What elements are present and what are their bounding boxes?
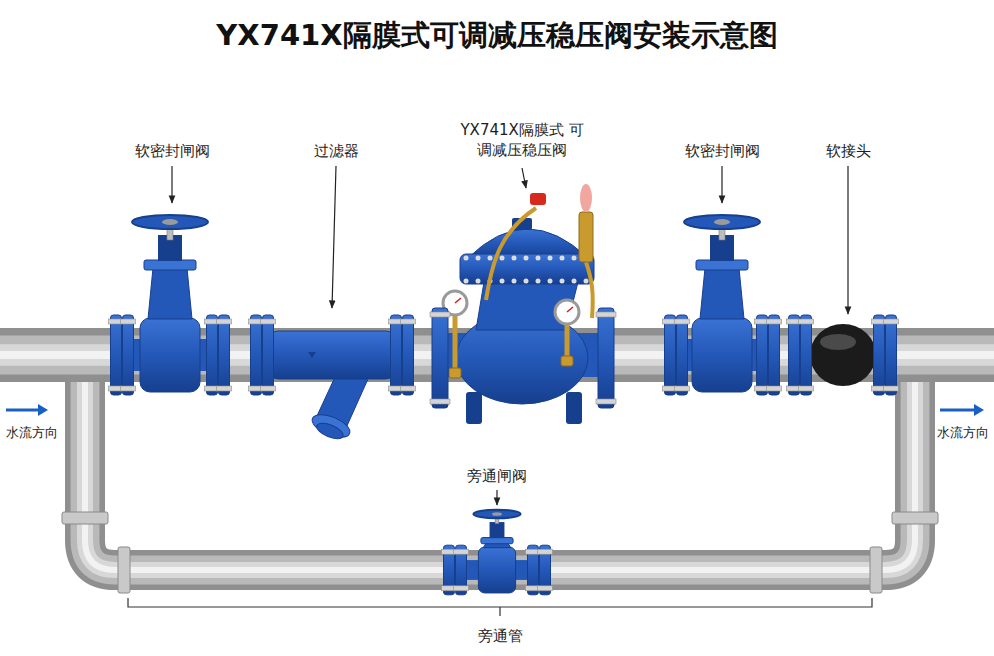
illustration-part <box>270 331 394 442</box>
illustration-part <box>62 512 108 524</box>
illustration-part <box>454 545 469 595</box>
part-label: 过滤器 <box>314 141 359 161</box>
illustration-part <box>496 490 497 505</box>
illustration-part <box>799 315 814 395</box>
illustration-part <box>205 315 220 395</box>
illustration-part <box>0 166 994 616</box>
illustration-part <box>847 166 848 314</box>
illustration-part <box>109 315 124 395</box>
illustration-part <box>430 308 450 408</box>
illustration-part <box>171 166 172 203</box>
illustration-part <box>755 315 770 395</box>
illustration-part <box>676 215 768 392</box>
illustration-part <box>787 315 802 395</box>
illustration-part <box>721 166 722 203</box>
part-label: 水流方向 <box>937 424 989 442</box>
part-label: 水流方向 <box>6 424 58 442</box>
illustration-part <box>6 404 48 416</box>
part-label: 软接头 <box>826 141 871 161</box>
illustration-part <box>118 547 130 593</box>
illustration-part <box>810 324 876 386</box>
illustration-part <box>261 315 276 395</box>
illustration-part <box>122 215 218 392</box>
illustration-part <box>940 404 984 416</box>
diagram-title: YX741X隔膜式可调减压稳压阀安装示意图 <box>216 16 777 56</box>
illustration-part <box>870 547 882 593</box>
illustration-part <box>675 315 690 395</box>
part-label: 软密封闸阀 <box>685 141 760 161</box>
illustration-part <box>767 315 782 395</box>
illustration-part <box>663 315 678 395</box>
illustration-part <box>892 512 938 524</box>
illustration-part <box>128 598 872 616</box>
part-label: YX741X隔膜式 可调减压稳压阀 <box>456 120 588 161</box>
part-label: 旁通管 <box>478 626 523 646</box>
part-label: 旁通闸阀 <box>467 466 527 486</box>
illustration-part <box>884 315 899 395</box>
illustration-part <box>443 184 602 424</box>
illustration-part <box>249 315 264 395</box>
illustration-part <box>522 168 526 188</box>
illustration-part <box>596 308 616 408</box>
illustration-part <box>872 315 887 395</box>
part-label: 软密封闸阀 <box>135 141 210 161</box>
illustration-part <box>401 315 416 395</box>
illustration-part <box>389 315 404 395</box>
illustration-part <box>332 166 336 308</box>
illustration-part <box>121 315 136 395</box>
illustration-part <box>217 315 232 395</box>
illustration-part <box>538 545 553 595</box>
